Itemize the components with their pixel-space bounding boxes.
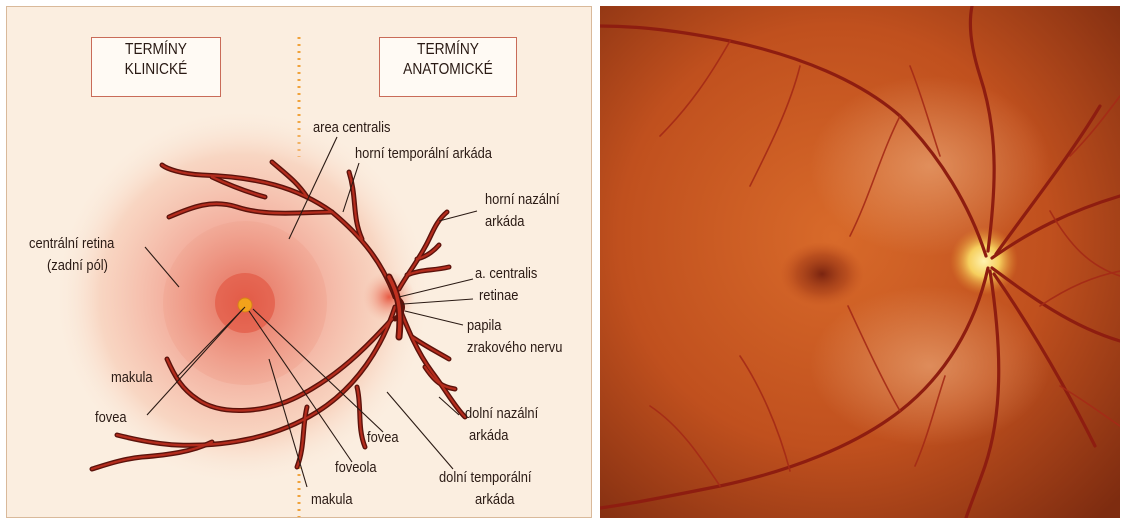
fundus-image (600, 6, 1120, 518)
label-central-retinal-artery-2: retinae (479, 287, 518, 305)
label-fovea-clinical: fovea (95, 409, 127, 427)
label-macula-anatomical: makula (311, 491, 353, 509)
label-superior-temporal-arcade: horní temporální arkáda (355, 145, 492, 163)
label-macula-clinical: makula (111, 369, 153, 387)
clinical-terms-box: TERMÍNY KLINICKÉ (91, 37, 221, 97)
clinical-header-line2: KLINICKÉ (108, 60, 204, 80)
fundus-macula (780, 242, 864, 306)
label-central-retina-2: (zadní pól) (47, 257, 108, 275)
label-area-centralis: area centralis (313, 119, 390, 137)
anatomical-header-line2: ANATOMICKÉ (396, 60, 499, 80)
label-central-retina-1: centrální retina (29, 235, 114, 253)
label-inferior-temporal-arcade-1: dolní temporální (439, 469, 532, 487)
label-superior-nasal-arcade-1: horní nazální (485, 191, 560, 209)
clinical-header-line1: TERMÍNY (108, 40, 204, 60)
label-inferior-nasal-arcade-1: dolní nazální (465, 405, 538, 423)
label-inferior-nasal-arcade-2: arkáda (469, 427, 508, 445)
anatomical-header-line1: TERMÍNY (396, 40, 499, 60)
label-inferior-temporal-arcade-2: arkáda (475, 491, 514, 509)
retina-diagram-panel: TERMÍNY KLINICKÉ TERMÍNY ANATOMICKÉ area… (6, 6, 592, 518)
label-optic-disc-2: zrakového nervu (467, 339, 562, 357)
label-fovea-anatomical: fovea (367, 429, 399, 447)
fovea-dot (238, 298, 252, 312)
anatomical-terms-box: TERMÍNY ANATOMICKÉ (379, 37, 517, 97)
label-central-retinal-artery-1: a. centralis (475, 265, 537, 283)
label-optic-disc-1: papila (467, 317, 501, 335)
label-superior-nasal-arcade-2: arkáda (485, 213, 524, 231)
label-foveola: foveola (335, 459, 377, 477)
fundus-photograph (600, 6, 1120, 518)
